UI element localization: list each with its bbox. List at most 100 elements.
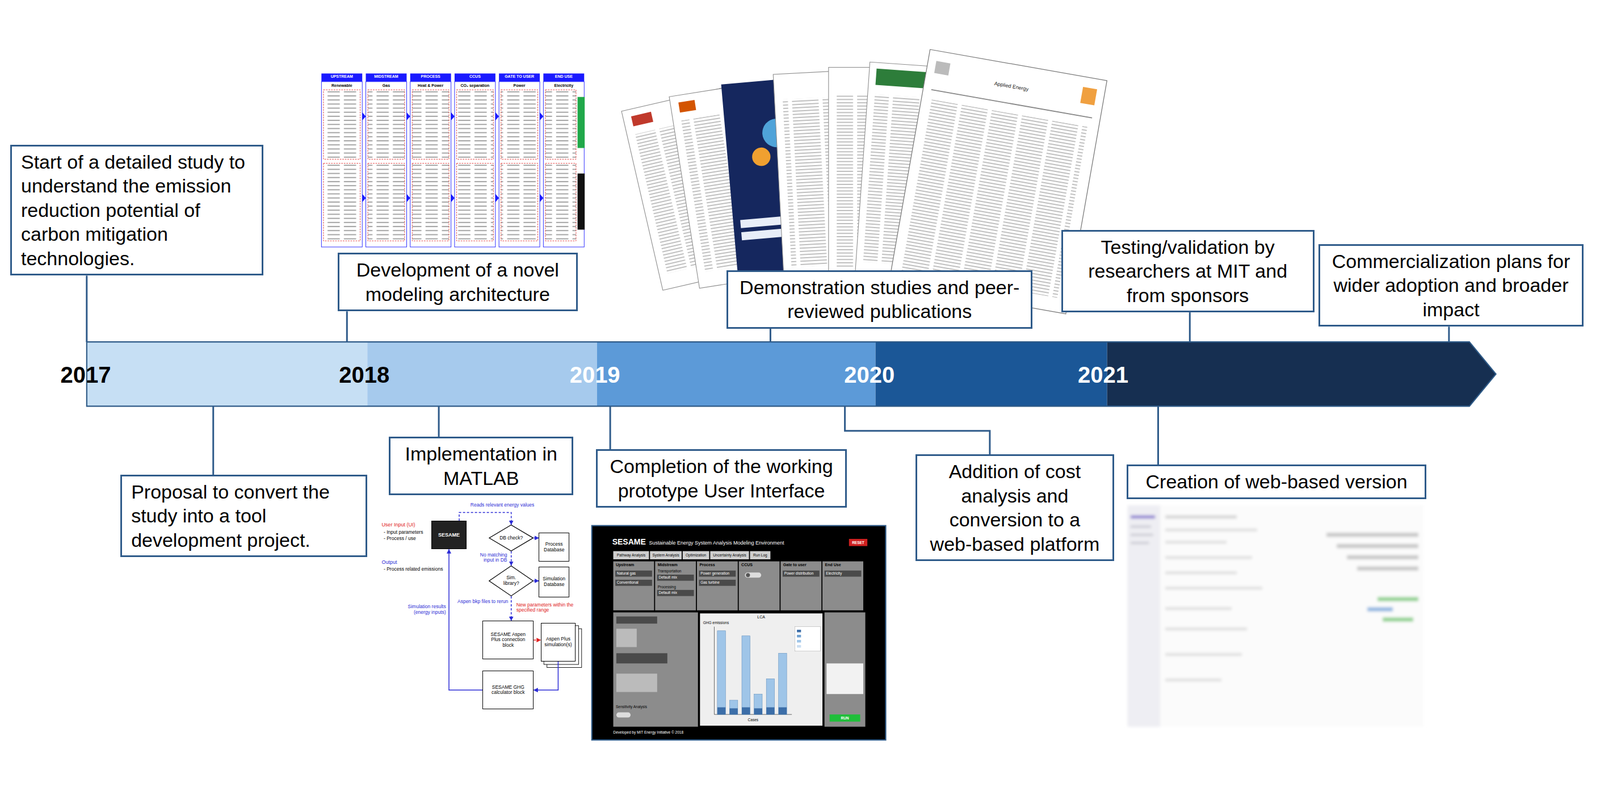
ui-tab <box>612 551 649 560</box>
block-text: Aspen Plus simulation(s) <box>543 636 573 648</box>
flow-arrow <box>533 537 539 539</box>
paper-logo <box>678 99 696 113</box>
year-label: 2021 <box>1077 363 1129 386</box>
col-body <box>366 81 407 247</box>
chart-bar <box>741 635 750 715</box>
side-tab <box>577 173 586 230</box>
col-arrow <box>406 112 410 121</box>
column-subheader: Renewable <box>331 83 353 88</box>
ui-control <box>826 662 864 694</box>
col-group <box>323 163 361 242</box>
column-subheader: Power <box>513 83 526 88</box>
web-bar <box>1336 543 1419 548</box>
col-header <box>498 73 540 82</box>
leader-line <box>1447 326 1450 342</box>
col-group <box>545 89 577 159</box>
leader-line <box>346 311 348 342</box>
milestone-box: Proposal to convert the study into a too… <box>120 474 368 558</box>
chart-bar-base <box>729 707 738 715</box>
chart-bar-base <box>754 707 763 715</box>
col-group <box>367 89 405 159</box>
ui-reset <box>849 538 868 547</box>
web-row <box>1165 556 1253 559</box>
ui-tab: Pathway Analysis <box>616 553 646 558</box>
ui-field: Gas turbine <box>700 580 720 585</box>
col-arrow <box>362 194 366 203</box>
band-2019 <box>597 341 876 406</box>
web-bar <box>1382 616 1414 621</box>
web-row <box>1165 528 1258 531</box>
callout-text: Implementation in MATLAB <box>399 441 563 490</box>
col-group <box>367 163 405 242</box>
chart-bar <box>766 678 775 715</box>
ui-subtitle: Sustainable Energy System Analysis Model… <box>648 539 784 546</box>
ui-control <box>616 652 668 663</box>
web-bar <box>1367 606 1393 611</box>
callout-text: Completion of the working prototype User… <box>606 454 837 503</box>
ui-dropdown <box>615 579 653 586</box>
decision-diamond: DB check? <box>488 524 534 552</box>
chart-axis <box>714 626 715 715</box>
leader-line <box>212 406 214 476</box>
block-text: SESAME GHG calculator block <box>485 684 531 696</box>
web-page <box>1127 505 1424 727</box>
ui-panel <box>654 561 696 611</box>
leader-line <box>1157 406 1159 465</box>
tool-block: SESAME <box>431 520 466 549</box>
callout-text: Start of a detailed study to understand … <box>21 149 253 271</box>
ui-field: Power generation <box>700 570 730 575</box>
ui-dropdown <box>657 589 695 596</box>
legend-swatch <box>796 629 801 632</box>
ui-dropdown <box>824 570 862 577</box>
web-nav-item <box>1130 525 1152 528</box>
callout-text: Creation of web-based version <box>1137 469 1417 494</box>
side-tab <box>577 97 586 149</box>
milestone-box: Testing/validation by researchers at MIT… <box>1061 229 1315 313</box>
paper-logo <box>934 60 951 76</box>
column-header: GATE TO USER <box>504 74 535 79</box>
callout-text: Testing/validation by researchers at MIT… <box>1072 234 1304 308</box>
edge-label: Aspen bkp files to rerun <box>451 598 509 605</box>
ui-panel-header: End Use <box>825 562 842 568</box>
ui-field: Electricity <box>825 570 842 575</box>
ui-panel-header: CCUS <box>741 562 753 568</box>
process-box: SESAME Aspen Plus connection block <box>482 620 534 659</box>
ui-tab <box>749 551 771 560</box>
web-row <box>1165 627 1247 630</box>
column-header: UPSTREAM <box>330 74 354 79</box>
paper-text <box>901 99 1088 298</box>
ui-frame <box>591 525 886 740</box>
year-label: 2020 <box>843 363 895 386</box>
timeline-band <box>86 341 1497 406</box>
year-label: 2019 <box>569 363 621 386</box>
col-body <box>321 81 363 247</box>
milestone-box: Implementation in MATLAB <box>388 436 574 495</box>
col-arrow <box>451 194 455 203</box>
input-label: User Input (UI) <box>381 521 415 528</box>
ui-axis-label: GHG emissions <box>703 620 730 625</box>
column-header: MIDSTREAM <box>374 74 398 79</box>
col-body <box>543 81 585 247</box>
milestone-box: Creation of web-based version <box>1126 464 1427 499</box>
milestone-box: Start of a detailed study to understand … <box>10 144 264 276</box>
web-row <box>1165 606 1232 610</box>
edge-label: No matching input in DB <box>476 552 508 564</box>
col-header <box>321 73 363 82</box>
leader-line <box>609 406 612 450</box>
col-header <box>454 73 496 82</box>
col-arrow <box>362 112 366 121</box>
ui-chart-title: LCA <box>757 614 766 620</box>
ui-axis-label: Cases <box>748 717 759 722</box>
ui-dropdown <box>699 570 737 577</box>
band-2021 <box>1107 341 1497 406</box>
block-text: Simulation Database <box>541 576 567 588</box>
flow-arrow <box>510 551 512 566</box>
ui-toggle <box>744 572 762 578</box>
milestone-box: Demonstration studies and peer-reviewed … <box>726 270 1033 329</box>
col-group <box>501 89 539 159</box>
web-nav-item <box>1130 541 1149 544</box>
chart-bar-base <box>778 707 787 715</box>
block-text: SESAME <box>438 531 460 538</box>
web-screenshot <box>1127 505 1424 727</box>
